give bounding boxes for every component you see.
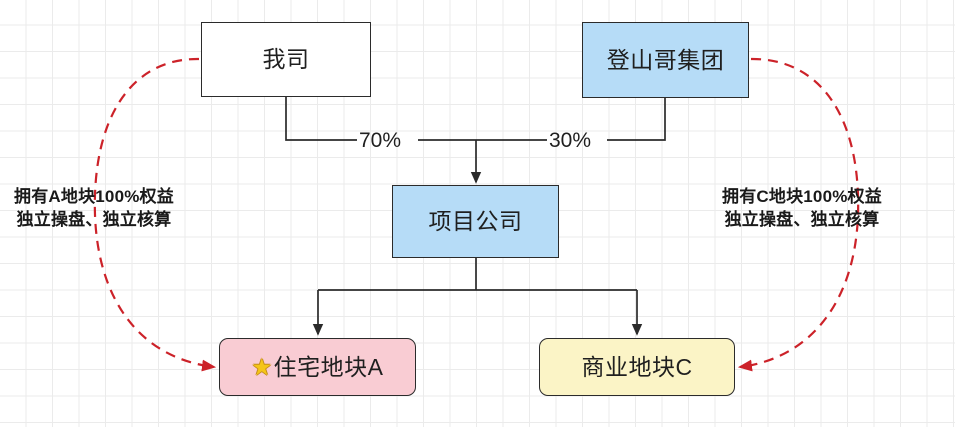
node-group-label: 登山哥集团 <box>606 46 725 73</box>
node-plot-c[interactable]: 商业地块C <box>539 338 735 396</box>
edge-label-ownership-30: 30% <box>549 129 592 152</box>
node-our-company[interactable]: 我司 <box>201 22 371 97</box>
edge-label-ownership-70: 70% <box>359 129 402 152</box>
annotation-right: 拥有C地块100%权益 独立操盘、独立核算 <box>722 186 882 232</box>
edge-project-company-bus <box>318 258 637 291</box>
annotation-left-line-2: 独立操盘、独立核算 <box>16 209 172 229</box>
node-project-company-label: 项目公司 <box>428 208 523 234</box>
node-group[interactable]: 登山哥集团 <box>582 22 749 98</box>
annotation-left-line-1: 拥有A地块100%权益 <box>14 187 174 206</box>
node-plot-a-label: 住宅地块A <box>273 353 384 380</box>
node-our-company-label: 我司 <box>262 46 310 72</box>
node-project-company[interactable]: 项目公司 <box>392 185 559 258</box>
node-plot-c-label: 商业地块C <box>581 353 693 380</box>
star-icon: ★ <box>251 353 273 380</box>
annotation-right-line-1: 拥有C地块100%权益 <box>722 187 882 206</box>
node-plot-a[interactable]: ★ 住宅地块A <box>219 338 416 396</box>
annotation-right-line-2: 独立操盘、独立核算 <box>724 209 880 229</box>
annotation-left: 拥有A地块100%权益 独立操盘、独立核算 <box>14 186 174 232</box>
